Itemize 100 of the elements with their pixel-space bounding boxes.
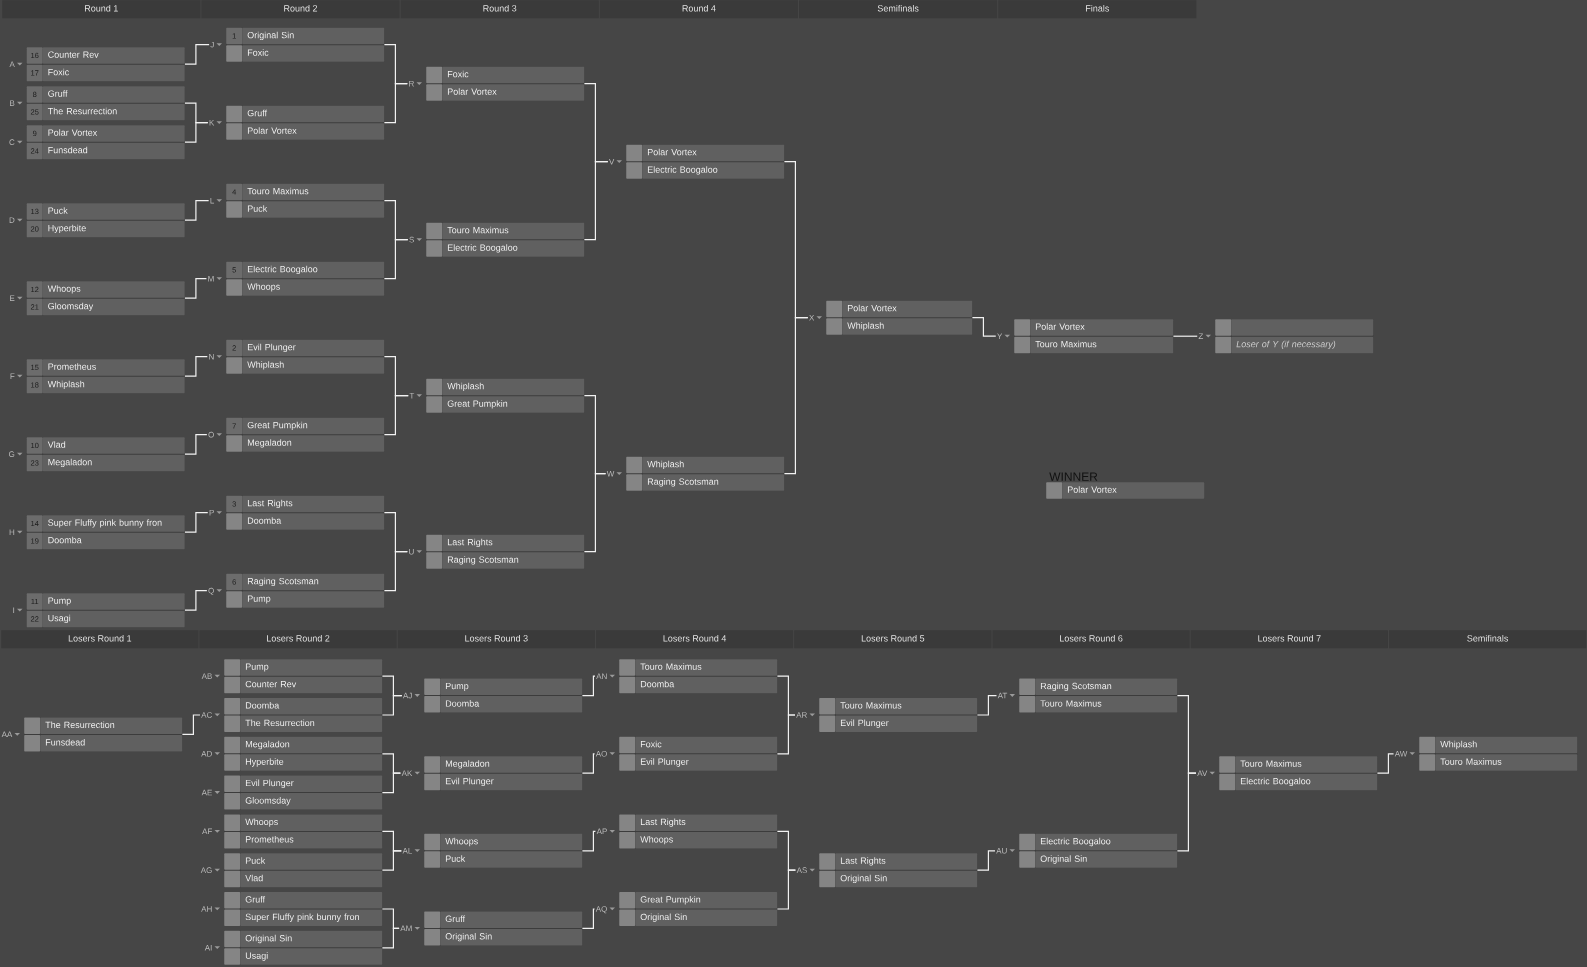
node-label: Gruff — [445, 915, 466, 923]
player-slot: Doomba — [440, 696, 583, 713]
match-label: AG — [200, 867, 212, 873]
node-label: Foxic — [640, 740, 662, 748]
player-slot: Puck — [240, 853, 383, 870]
node-label: Polar Vortex — [1035, 323, 1085, 330]
match-label: C — [9, 139, 15, 145]
player-slot: Original Sin — [1035, 851, 1178, 868]
player-slot: Pump — [240, 659, 383, 676]
bracket-line — [184, 200, 210, 221]
bracket-line — [381, 850, 402, 871]
node-label: Doomba — [640, 680, 675, 688]
node-label: Great Pumpkin — [640, 895, 701, 905]
node-label: Original Sin — [640, 913, 687, 922]
node-label: Touro Maximus — [1040, 700, 1102, 707]
player-slot: Doomba — [242, 513, 385, 530]
node-label: Foxic — [447, 70, 469, 78]
match-label: X — [809, 314, 815, 321]
bracket-line — [776, 714, 796, 755]
player-slot: Evil Plunger — [635, 754, 778, 771]
player-slot: Gloomsday — [240, 793, 383, 810]
match-label: I — [13, 607, 15, 613]
node-label: Evil Plunger — [640, 758, 689, 767]
match-label: Z — [1198, 333, 1204, 339]
bracket-line — [381, 927, 400, 949]
match-label: K — [209, 119, 215, 126]
column-header: Round 3 — [400, 0, 599, 19]
match-label: E — [10, 295, 15, 301]
node-label: Whoops — [245, 818, 278, 827]
column-header: Losers Round 2 — [199, 630, 397, 649]
node-label: Evil Plunger — [247, 343, 296, 353]
column-header: Losers Round 1 — [1, 630, 199, 649]
bracket-line — [976, 695, 998, 716]
match-label: AA — [1, 731, 13, 738]
node-label: Electric Boogaloo — [447, 244, 518, 253]
node-label: Puck — [247, 205, 268, 212]
match-label: AI — [204, 945, 212, 951]
player-slot: Touro Maximus — [635, 659, 778, 676]
player-slot: Polar Vortex — [242, 123, 385, 140]
node-label: Last Rights — [447, 538, 493, 548]
node-label: Whoops — [47, 285, 81, 294]
bracket-line — [381, 772, 402, 794]
player-slot: Electric Boogaloo — [442, 240, 585, 257]
player-slot: Great Pumpkin — [635, 892, 778, 909]
node-label: Great Pumpkin — [447, 400, 508, 409]
player-slot: Whoops — [42, 281, 185, 298]
player-slot: Doomba — [240, 698, 383, 715]
match-label: AQ — [595, 906, 607, 914]
match-label: AD — [201, 751, 212, 757]
match-label: AK — [401, 770, 413, 776]
player-slot: Raging Scotsman — [442, 552, 585, 569]
player-slot: Touro Maximus — [1435, 754, 1578, 771]
node-label: Vlad — [47, 441, 66, 448]
player-slot: Pump — [242, 591, 385, 608]
node-label: Round 1 — [85, 4, 118, 12]
bracket-line — [184, 356, 208, 377]
node-label: Usagi — [245, 952, 268, 961]
node-label: Funsdead — [45, 738, 85, 746]
match-label: A — [9, 61, 15, 67]
match-label: AU — [996, 848, 1007, 854]
player-slot: Puck — [242, 201, 385, 218]
node-label: Gloomsday — [48, 302, 94, 312]
node-label: Prometheus — [48, 363, 96, 370]
node-label: Last Rights — [247, 499, 293, 509]
column-header: Losers Round 5 — [794, 630, 992, 649]
node-label: Original Sin — [840, 874, 887, 884]
match-label: U — [409, 548, 414, 555]
node-label: Losers Round 1 — [68, 634, 132, 642]
node-label: Original Sin — [1040, 855, 1087, 864]
node-label: Losers Round 2 — [267, 634, 330, 642]
node-label: Finals — [1086, 4, 1109, 12]
player-slot: The Resurrection — [40, 717, 183, 734]
node-label: Doomba — [245, 701, 280, 709]
player-slot: Vlad — [42, 437, 185, 454]
bracket-line — [581, 675, 596, 697]
node-label: Round 2 — [284, 4, 318, 12]
node-label: Polar Vortex — [247, 127, 297, 134]
match-label: M — [208, 275, 214, 282]
player-slot: Gruff — [440, 911, 583, 928]
player-slot: Usagi — [240, 948, 383, 965]
player-slot: Prometheus — [42, 359, 185, 376]
player-slot: Raging Scotsman — [642, 474, 785, 491]
player-slot: Polar Vortex — [442, 84, 585, 101]
node-label: Gruff — [245, 896, 266, 903]
node-label: Touro Maximus — [1440, 758, 1502, 765]
match-label: AT — [997, 692, 1008, 699]
column-header: Losers Round 4 — [595, 630, 794, 649]
node-label: Whiplash — [1440, 740, 1477, 750]
match-label: AW — [1394, 751, 1408, 757]
match-label: V — [609, 158, 615, 165]
node-label: Usagi — [48, 614, 71, 624]
bracket-line — [381, 695, 403, 716]
player-slot: Super Fluffy pink bunny fron — [42, 515, 185, 532]
node-label: Whiplash — [847, 322, 884, 331]
node-label: Raging Scotsman — [1040, 682, 1112, 691]
match-label: AN — [596, 673, 607, 679]
node-label: Puck — [445, 855, 466, 862]
column-header: Losers Round 7 — [1190, 630, 1388, 649]
bracket-line — [583, 473, 607, 553]
bracket-line — [383, 395, 409, 436]
